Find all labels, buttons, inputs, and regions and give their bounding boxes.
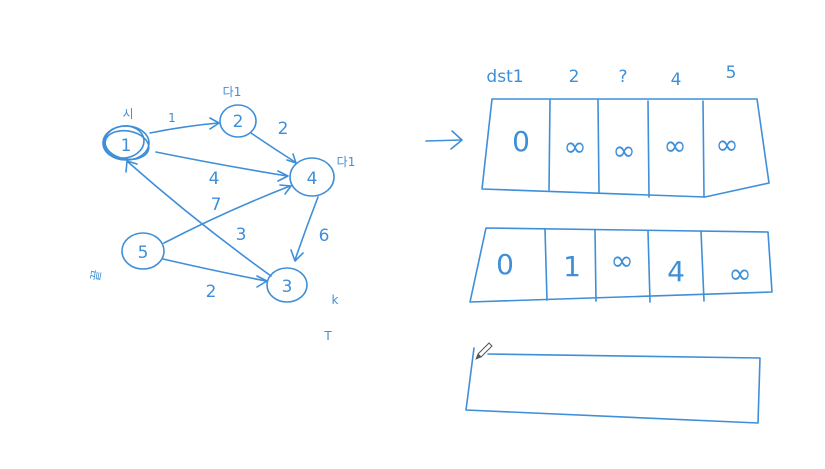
- cell-r1-c3: ∞: [612, 134, 635, 167]
- pen-icon: [475, 342, 493, 360]
- cell-r2-c4: 4: [667, 255, 685, 288]
- header-4: 4: [671, 70, 682, 90]
- edge-4-3: 6: [290, 196, 330, 262]
- cell-r1-c5: ∞: [715, 128, 738, 161]
- extra-mark: T: [323, 329, 332, 343]
- node-5-label: 5: [138, 243, 149, 263]
- cell-r1-c2: ∞: [563, 130, 586, 163]
- edge-4-3-weight: 6: [319, 226, 330, 246]
- table-row: 0 1 ∞ 4 ∞: [469, 227, 773, 303]
- node-3-label: 3: [282, 277, 293, 297]
- edge-1-4: 4: [155, 151, 289, 189]
- header-5: 5: [726, 63, 737, 83]
- cell-r2-c5: ∞: [728, 257, 751, 290]
- node-4-tag: 다1: [337, 155, 356, 169]
- header-3: ?: [618, 67, 627, 87]
- node-3: 3 k T: [266, 267, 339, 343]
- edge-5-4-weight: 7: [211, 195, 222, 215]
- edge-2-4: 2: [250, 119, 297, 164]
- node-4-label: 4: [307, 169, 318, 189]
- cell-r2-c3: ∞: [610, 244, 633, 277]
- transition-arrow: [425, 130, 463, 150]
- cell-r2-c2: 1: [563, 250, 581, 283]
- node-3-tag: k: [332, 293, 339, 307]
- node-1-label: 1: [121, 136, 132, 156]
- edge-3-1: 3: [125, 160, 272, 277]
- header-dst: dst1: [486, 67, 523, 87]
- edge-2-4-weight: 2: [278, 119, 289, 139]
- node-1: 1 시: [102, 107, 150, 161]
- edge-3-1-weight: 3: [236, 225, 247, 245]
- cell-r2-c1: 0: [496, 248, 514, 281]
- node-5-tag: 끝: [88, 269, 104, 282]
- node-2-tag: 다1: [223, 85, 242, 99]
- node-2: 2 다1: [219, 85, 257, 138]
- graph: 1 시 2 다1 4 다1 5 끝 3 k T: [88, 85, 355, 343]
- distance-table: dst1 2 ? 4 5 0 ∞ ∞ ∞ ∞ 0 1 ∞ 4: [465, 63, 773, 424]
- edge-1-2-weight: 1: [168, 111, 176, 125]
- edge-1-2: 1: [149, 111, 220, 134]
- node-2-label: 2: [233, 112, 244, 132]
- edge-5-3: 2: [162, 258, 268, 302]
- table-row: 0 ∞ ∞ ∞ ∞: [481, 98, 770, 198]
- edge-1-4-weight: 4: [209, 169, 220, 189]
- node-4: 4 다1: [289, 155, 356, 197]
- node-1-tag: 시: [122, 107, 133, 121]
- header-2: 2: [569, 67, 580, 87]
- cell-r1-c4: ∞: [663, 129, 686, 162]
- edge-5-4: 7: [163, 184, 292, 244]
- node-5: 5 끝: [88, 232, 165, 282]
- cell-r1-c1: 0: [512, 125, 530, 158]
- edge-5-3-weight: 2: [206, 282, 217, 302]
- table-row-empty: [465, 347, 761, 424]
